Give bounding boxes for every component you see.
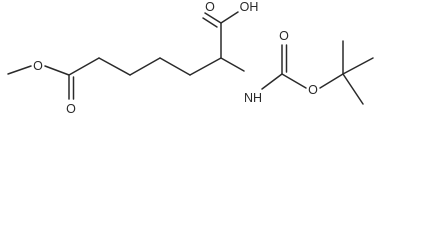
bond-tbu-methyl-right	[342, 57, 374, 75]
bond-alpha-nh	[220, 57, 245, 72]
amide-nitrogen-label: NH	[244, 91, 262, 105]
bond-nh-carbamate-c	[261, 73, 283, 90]
bond-chain-3	[129, 57, 161, 76]
chemical-structure: O O O OH NH O O	[7, 0, 374, 116]
bond-o-ester-c	[44, 65, 70, 76]
bond-carbamate-double-o	[281, 44, 288, 75]
bond-ester-c-double-o	[68, 74, 75, 100]
ester-carbonyl-oxygen-label: O	[66, 102, 76, 116]
bond-acid-c-oh	[220, 11, 239, 24]
acid-hydroxyl-label: OH	[240, 0, 259, 14]
bond-methyl-o	[7, 65, 32, 75]
acid-carbonyl-oxygen-label: O	[205, 0, 215, 14]
bond-acid-c-double-o	[202, 12, 222, 28]
bond-o-tbu	[319, 73, 344, 89]
bond-chain-5	[189, 57, 222, 76]
carbamate-ester-oxygen-label: O	[308, 83, 318, 97]
bond-chain-4	[159, 57, 191, 76]
bond-chain-1	[68, 57, 100, 76]
bond-tbu-methyl-down	[342, 73, 364, 105]
carbamate-carbonyl-oxygen-label: O	[279, 29, 289, 43]
bond-chain-2	[98, 57, 131, 76]
bond-carbamate-c-o	[281, 73, 307, 89]
ester-methyl-oxygen-label: O	[33, 59, 43, 73]
